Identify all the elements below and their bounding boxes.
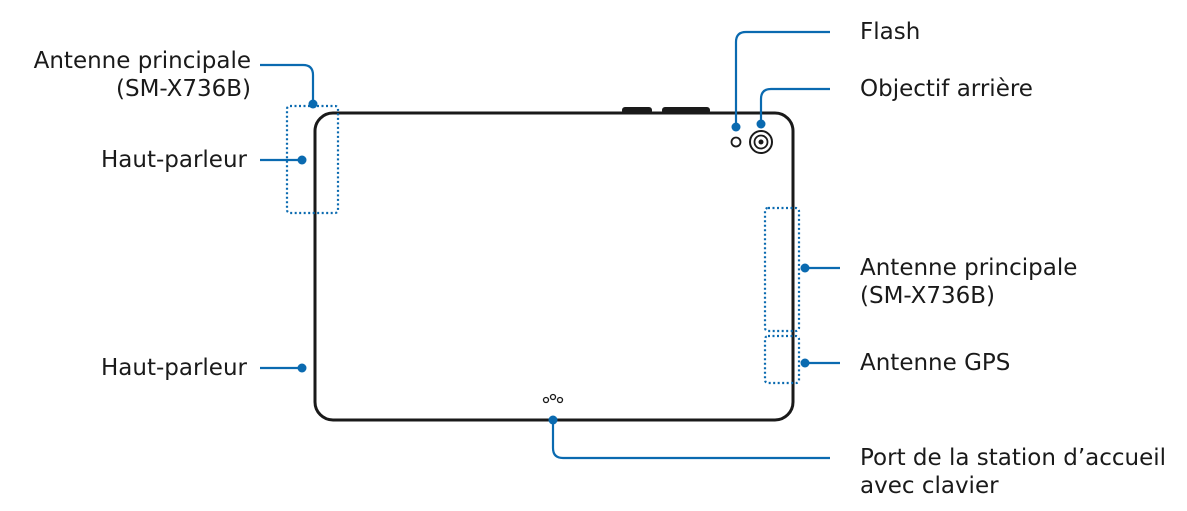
label-main-antenna-right-line1: Antenne principale bbox=[860, 255, 1078, 281]
leader-dot-flash bbox=[731, 122, 741, 132]
volume-button bbox=[622, 107, 652, 114]
label-main-antenna-right-line2: (SM-X736B) bbox=[860, 283, 995, 309]
flash-icon bbox=[730, 136, 742, 148]
label-main-antenna-left-line2: (SM-X736B) bbox=[116, 76, 251, 102]
label-flash: Flash bbox=[860, 19, 921, 45]
leader-dot-gps-antenna bbox=[800, 358, 810, 368]
rear-camera-icon bbox=[749, 130, 773, 154]
leader-dock-port bbox=[551, 420, 830, 460]
label-rear-camera: Objectif arrière bbox=[860, 76, 1033, 102]
leader-dot-speaker-bottom bbox=[297, 363, 307, 373]
gps-antenna-area bbox=[763, 334, 801, 385]
label-main-antenna-left-line1: Antenne principale bbox=[33, 48, 251, 74]
leader-dot-rear-camera bbox=[756, 119, 766, 129]
power-button bbox=[662, 107, 710, 114]
leader-dot-main-antenna-right bbox=[800, 263, 810, 273]
label-speaker-top: Haut-parleur bbox=[100, 147, 247, 173]
label-dock-port: Port de la station d’accueil avec clavie… bbox=[860, 444, 1166, 500]
leader-main-antenna-left bbox=[260, 63, 315, 104]
right-antenna-area bbox=[763, 206, 801, 333]
label-gps-antenna: Antenne GPS bbox=[860, 350, 1011, 376]
leader-flash bbox=[734, 30, 830, 127]
label-dock-port-line2: avec clavier bbox=[860, 473, 999, 499]
leader-dot-dock-port bbox=[548, 415, 558, 425]
label-speaker-bottom: Haut-parleur bbox=[100, 355, 247, 381]
label-main-antenna-left: Antenne principale (SM-X736B) bbox=[34, 47, 251, 103]
dock-port-pins bbox=[542, 393, 564, 404]
label-main-antenna-right: Antenne principale (SM-X736B) bbox=[860, 254, 1077, 310]
leader-rear-camera bbox=[759, 87, 830, 124]
tablet-outline bbox=[313, 111, 795, 422]
leader-dot-speaker-top bbox=[297, 155, 307, 165]
label-dock-port-line1: Port de la station d’accueil bbox=[860, 445, 1167, 471]
leader-dot-main-antenna-left bbox=[308, 99, 318, 109]
